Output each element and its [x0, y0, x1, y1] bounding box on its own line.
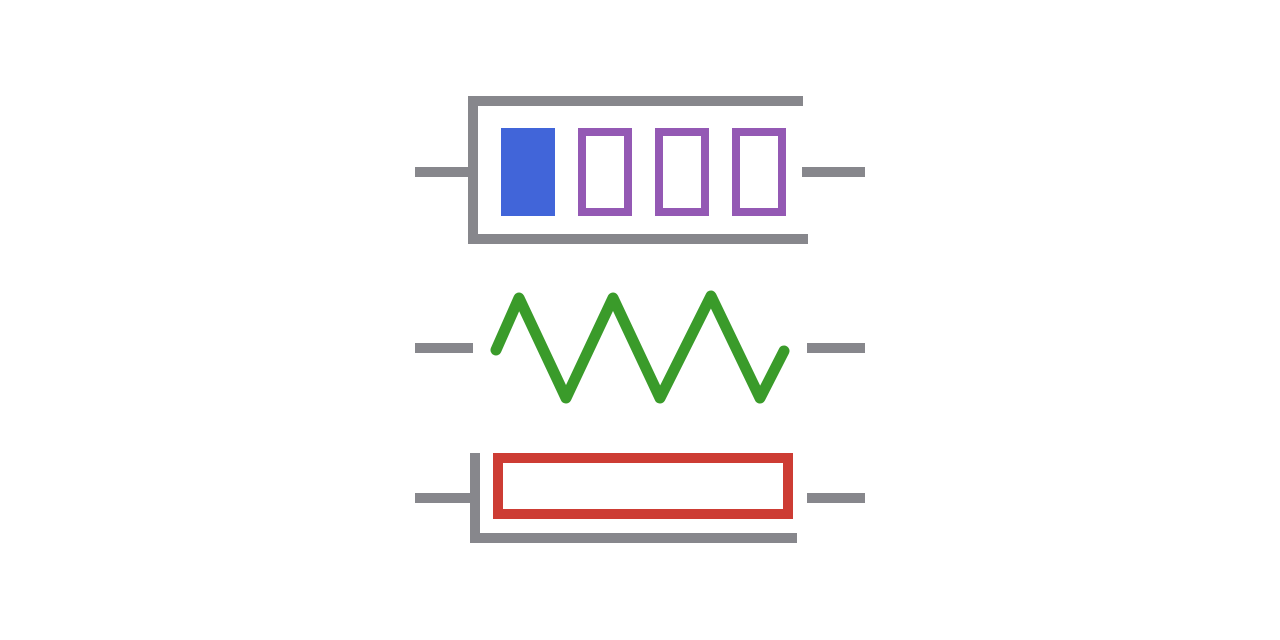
zigzag-resistor-symbol: [415, 290, 865, 404]
empty-cell-segment: [578, 128, 632, 216]
empty-cell-segment: [732, 128, 786, 216]
cell-frame: [468, 96, 808, 244]
zigzag-resistor-icon: [490, 290, 790, 404]
rectangle-resistor-icon: [493, 453, 793, 519]
empty-cell-segment: [655, 128, 709, 216]
cell-segments: [501, 128, 786, 216]
segmented-cell-symbol: [415, 96, 865, 244]
resistor-frame: [470, 453, 797, 543]
filled-cell-segment: [501, 128, 555, 216]
rectangular-resistor-symbol: [415, 453, 865, 543]
